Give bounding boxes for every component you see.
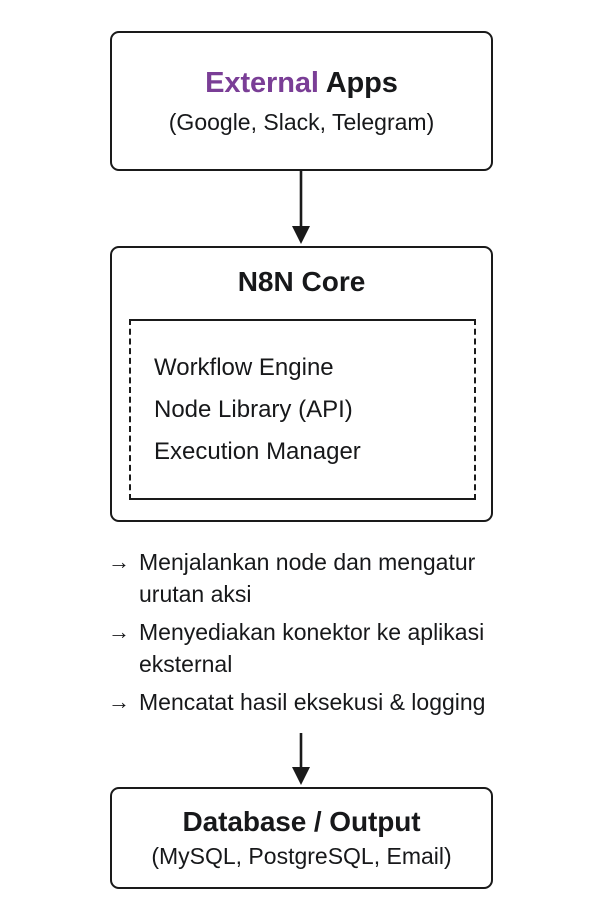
node-external-apps-title-rest: Apps bbox=[318, 67, 398, 100]
arrow-right-icon: → bbox=[108, 549, 130, 574]
node-database-output-subtitle: (MySQL, PostgreSQL, Email) bbox=[151, 843, 452, 870]
node-external-apps-subtitle: (Google, Slack, Telegram) bbox=[168, 108, 435, 135]
list-item: → Menyediakan konektor ke aplikasi ekste… bbox=[108, 617, 548, 681]
component-node-library: Node Library (API) bbox=[154, 395, 353, 423]
feature-list: → Menjalankan node dan mengatur urutan a… bbox=[108, 547, 548, 725]
arrow-down-icon-features-to-database bbox=[292, 733, 310, 785]
node-database-output: Database / Output (MySQL, PostgreSQL, Em… bbox=[110, 787, 493, 889]
arrow-right-icon: → bbox=[108, 618, 130, 644]
feature-text-mencatat-hasil: Mencatat hasil eksekusi & logging bbox=[139, 688, 486, 715]
node-database-output-title: Database / Output bbox=[182, 806, 421, 838]
component-execution-manager: Execution Manager bbox=[154, 437, 361, 465]
node-n8n-core-title: N8N Core bbox=[237, 266, 366, 297]
node-external-apps-title-accent: External bbox=[205, 67, 319, 100]
arrow-right-icon: → bbox=[108, 688, 130, 714]
node-external-apps-title: External Apps bbox=[205, 67, 398, 99]
feature-text-menjalankan-node: Menjalankan node dan mengatur urutan aks… bbox=[139, 549, 476, 607]
n8n-core-components-group: Workflow Engine Node Library (API) Execu… bbox=[129, 319, 476, 500]
feature-text-menyediakan-konektor: Menyediakan konektor ke aplikasi ekstern… bbox=[139, 618, 485, 677]
arrow-down-icon-external-to-core bbox=[292, 171, 310, 244]
list-item: → Menjalankan node dan mengatur urutan a… bbox=[108, 547, 548, 611]
list-item: → Mencatat hasil eksekusi & logging bbox=[108, 687, 548, 719]
node-external-apps: External Apps (Google, Slack, Telegram) bbox=[110, 31, 493, 171]
node-n8n-core: N8N Core Workflow Engine Node Library (A… bbox=[110, 246, 493, 522]
component-workflow-engine: Workflow Engine bbox=[154, 353, 334, 381]
